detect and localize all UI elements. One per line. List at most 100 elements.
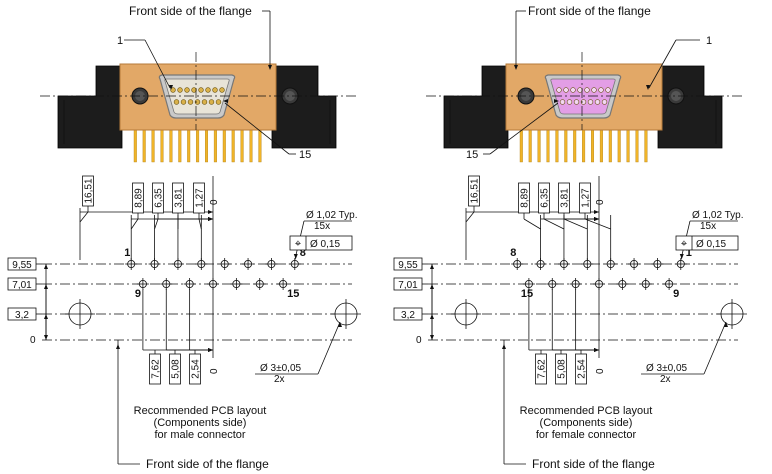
contact <box>180 99 187 105</box>
arrowhead <box>502 344 506 349</box>
arrowhead <box>208 210 213 214</box>
dim-leader <box>543 218 565 230</box>
front-side-label-bottom: Front side of the flange <box>146 457 269 471</box>
pin-label: 8 <box>510 247 516 259</box>
flange-mount-hole-inner <box>671 91 681 101</box>
hole-qty-note: 15x <box>700 221 716 232</box>
pin-label: 15 <box>287 288 299 300</box>
dim-leader <box>563 218 588 230</box>
arrowhead <box>679 254 684 259</box>
contact <box>573 99 580 105</box>
contact <box>212 87 218 93</box>
arrowhead <box>293 254 298 259</box>
d-sub-insert <box>164 78 230 115</box>
dim-top-0: 16,51 <box>84 178 95 203</box>
dim-bottom-0: 7,62 <box>151 359 162 379</box>
arrowhead <box>646 85 650 90</box>
dim-top-4: 1,27 <box>195 188 206 208</box>
dim-leader <box>130 218 139 230</box>
contact <box>177 87 183 93</box>
caption-line-0: Recommended PCB layout <box>520 405 653 417</box>
right-bracket <box>271 65 337 149</box>
caption-line-0: Recommended PCB layout <box>134 405 267 417</box>
arrowhead <box>724 322 728 327</box>
contact <box>219 87 225 93</box>
arrowhead <box>44 264 48 269</box>
contact <box>563 87 569 93</box>
arrowhead <box>430 284 434 289</box>
arrowhead <box>430 335 434 340</box>
hole-diameter-note: Ø 1,02 Typ. <box>306 210 358 221</box>
caption-line-2: for male connector <box>154 429 245 441</box>
pin-label: 15 <box>521 288 533 300</box>
mount-hole-qty: 2x <box>274 374 285 385</box>
dim-top-1: 8,89 <box>134 188 145 208</box>
arrowhead <box>338 322 342 327</box>
contact <box>184 87 190 93</box>
dim-top-3: 3,81 <box>560 188 571 208</box>
leader-line <box>144 39 171 89</box>
callout-15: 15 <box>299 149 311 161</box>
note-leader <box>317 321 341 375</box>
arrowhead <box>44 284 48 289</box>
left-bracket <box>443 65 509 149</box>
pin-label: 9 <box>135 288 141 300</box>
hole-diameter-note: Ø 1,02 Typ. <box>692 210 744 221</box>
contact <box>205 87 211 93</box>
arrowhead <box>44 314 48 319</box>
zero-x-top: 0 <box>209 199 220 205</box>
position-tolerance-icon: ⌖ <box>295 238 301 250</box>
leader-line <box>489 102 559 155</box>
zero-x-bottom: 0 <box>595 368 606 374</box>
arrowhead <box>430 314 434 319</box>
dim-bottom-0: 7,62 <box>537 359 548 379</box>
dim-left-2: 3,2 <box>15 310 29 321</box>
dim-leader <box>523 218 541 230</box>
contact <box>601 99 608 105</box>
pcb-pins <box>133 121 262 163</box>
zero-x-top: 0 <box>595 199 606 205</box>
dim-leader <box>154 218 159 230</box>
mount-hole-note: Ø 3±0,05 <box>646 363 688 374</box>
dim-top-3: 3,81 <box>174 188 185 208</box>
tolerance-value: Ø 0,15 <box>310 239 340 250</box>
leader-line <box>648 39 677 89</box>
dim-top-4: 1,27 <box>581 188 592 208</box>
contact <box>594 99 601 105</box>
front-side-label-top: Front side of the flange <box>528 4 651 18</box>
contact <box>173 99 180 105</box>
pin-label: 9 <box>673 288 679 300</box>
arrowhead <box>116 344 120 349</box>
callout-1: 1 <box>117 35 123 47</box>
arrowhead <box>594 210 599 214</box>
arrowhead <box>430 264 434 269</box>
contact <box>570 87 576 93</box>
contact <box>194 99 201 105</box>
front-side-label-bottom: Front side of the flange <box>532 457 655 471</box>
caption-line-1: (Components side) <box>154 417 247 429</box>
contact <box>605 87 611 93</box>
arrowhead <box>268 65 272 70</box>
contact <box>201 99 208 105</box>
dim-bottom-1: 5,08 <box>171 359 182 379</box>
contact <box>191 87 197 93</box>
contact <box>580 99 587 105</box>
dim-top-1: 8,89 <box>520 188 531 208</box>
flange-mount-hole-inner <box>285 91 295 101</box>
mount-hole-qty: 2x <box>660 374 671 385</box>
position-tolerance-icon: ⌖ <box>681 238 687 250</box>
arrowhead <box>208 217 213 221</box>
callout-1: 1 <box>706 35 712 47</box>
arrowhead <box>208 348 213 352</box>
caption-line-1: (Components side) <box>540 417 633 429</box>
contact <box>559 99 566 105</box>
zero-x-bottom: 0 <box>209 368 220 374</box>
tolerance-frame <box>289 235 353 251</box>
caption-line-2: for female connector <box>536 429 637 441</box>
dim-left-0: 9,55 <box>12 260 32 271</box>
contact <box>215 99 222 105</box>
dim-top-2: 6,35 <box>154 188 165 208</box>
dim-left-1: 7,01 <box>12 280 32 291</box>
